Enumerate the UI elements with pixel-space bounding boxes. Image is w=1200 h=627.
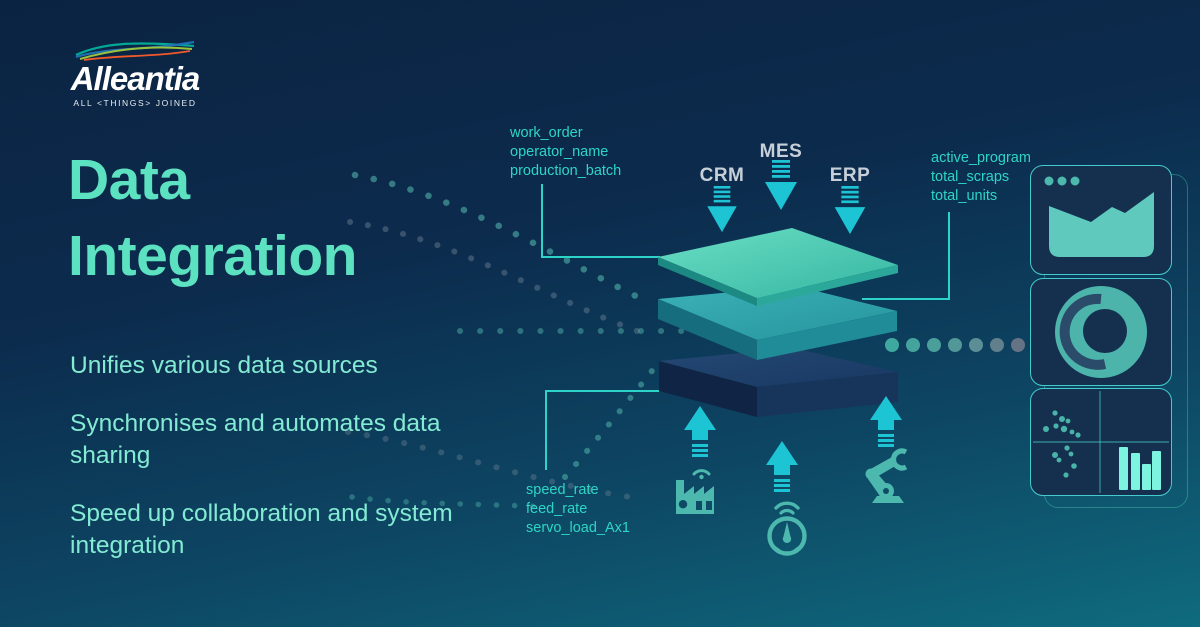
brand-tagline: ALL <THINGS> JOINED	[73, 98, 197, 108]
bar-chart-icon	[1119, 447, 1161, 490]
top-layer	[658, 228, 898, 306]
dashboard-card-area-chart	[1030, 165, 1172, 275]
bottom-layer	[659, 348, 898, 417]
connector-work-fields	[541, 184, 660, 258]
field-label: total_scraps	[931, 169, 1010, 185]
robot-arm-icon	[865, 448, 908, 503]
page-title-line1: Data	[68, 148, 190, 212]
field-group-work: work_order operator_name production_batc…	[510, 124, 621, 181]
connector-production-fields	[862, 212, 950, 300]
up-arrow-gauge-icon	[766, 441, 798, 492]
benefit-item-3: Speed up collaboration and system integr…	[70, 500, 453, 559]
scatter-plot-icon-2	[1052, 445, 1077, 478]
field-label: work_order	[510, 125, 583, 141]
dot	[885, 338, 899, 352]
down-arrow-erp-icon	[834, 186, 866, 235]
page-title: Data Integration	[68, 142, 358, 294]
page-title-line2: Integration	[68, 224, 358, 288]
up-arrow-factory-icon	[684, 406, 716, 457]
area-chart-icon	[1044, 176, 1154, 257]
system-label-erp: ERP	[829, 165, 871, 186]
dot	[969, 338, 983, 352]
dot	[1011, 338, 1025, 352]
logo-wave-icon	[75, 40, 195, 61]
field-group-machine: speed_rate feed_rate servo_load_Ax1	[526, 481, 630, 538]
gauge-icon	[767, 501, 807, 556]
brand-name: Alleantia	[70, 60, 201, 97]
middle-layer	[658, 286, 897, 360]
field-label: operator_name	[510, 144, 609, 160]
dashboard-card-donut-chart	[1030, 278, 1172, 386]
up-arrow-robot-icon	[870, 396, 902, 447]
benefit-list: Unifies various data sources Synchronise…	[70, 350, 475, 588]
mini-charts-grid	[1033, 391, 1169, 493]
benefit-item-2: Synchronises and automates data sharing	[70, 410, 441, 469]
donut-chart-icon	[1055, 286, 1147, 378]
dot	[948, 338, 962, 352]
dot-row-decoration	[885, 338, 1035, 352]
field-label: total_units	[931, 188, 998, 204]
dotted-trails-decoration	[345, 171, 708, 510]
down-arrow-mes-icon	[765, 160, 797, 210]
dot	[990, 338, 1004, 352]
field-label: servo_load_Ax1	[526, 520, 630, 536]
factory-icon	[676, 469, 714, 514]
dashboard-card-mini-charts	[1030, 388, 1172, 496]
field-group-production: active_program total_scraps total_units	[931, 149, 1031, 206]
system-label-mes: MES	[759, 141, 803, 162]
field-label: production_batch	[510, 163, 622, 179]
dot	[906, 338, 920, 352]
dot	[927, 338, 941, 352]
brand-logo: Alleantia ALL <THINGS> JOINED	[70, 36, 200, 108]
system-label-crm: CRM	[699, 165, 745, 186]
down-arrow-crm-icon	[707, 186, 737, 233]
scatter-plot-icon	[1043, 410, 1081, 438]
benefit-item-1: Unifies various data sources	[70, 352, 378, 379]
connector-machine-fields	[545, 390, 659, 470]
field-label: feed_rate	[526, 501, 588, 517]
field-label: active_program	[931, 150, 1031, 166]
data-layer-stack	[658, 228, 898, 417]
field-label: speed_rate	[526, 482, 599, 498]
